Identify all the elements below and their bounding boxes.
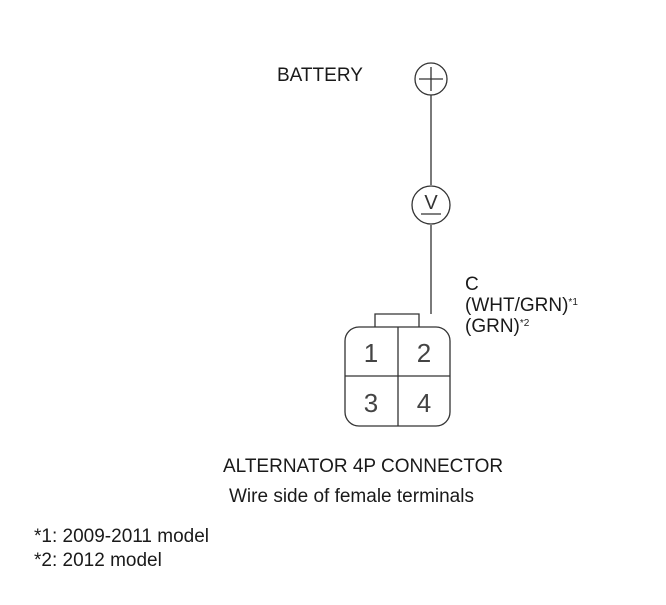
connector-title: ALTERNATOR 4P CONNECTOR — [223, 456, 504, 477]
footnote-1: *1: 2009-2011 model — [34, 527, 209, 547]
wire-color-1-ref: *1 — [568, 297, 578, 308]
wire-terminal-label: C — [465, 274, 479, 295]
wire-color-2-ref: *2 — [519, 318, 530, 329]
alternator-connector: 1 2 3 4 — [344, 313, 451, 427]
wire-color-label-2: (GRN)*2 — [465, 317, 529, 337]
footnote-1-text: : 2009-2011 model — [51, 526, 210, 547]
pin-1-label: 1 — [364, 338, 378, 368]
wire-color-2-text: (GRN) — [465, 316, 520, 337]
pin-4-label: 4 — [417, 388, 431, 418]
pin-3-label: 3 — [364, 388, 378, 418]
footnote-2: *2: 2012 model — [34, 551, 162, 571]
connector-lock-tab — [374, 313, 420, 327]
battery-label: BATTERY — [277, 65, 363, 86]
battery-positive-icon — [414, 62, 448, 96]
voltmeter-symbol: V — [424, 192, 438, 214]
wire-color-label-1: (WHT/GRN)*1 — [465, 296, 578, 316]
voltmeter-icon: V — [411, 185, 451, 225]
pin-2-label: 2 — [417, 338, 431, 368]
footnote-2-ref: *2 — [34, 550, 52, 571]
connector-subtitle: Wire side of female terminals — [229, 486, 474, 507]
footnote-1-ref: *1 — [34, 526, 52, 547]
footnote-2-text: : 2012 model — [51, 550, 162, 571]
wire-color-1-text: (WHT/GRN) — [465, 295, 569, 316]
